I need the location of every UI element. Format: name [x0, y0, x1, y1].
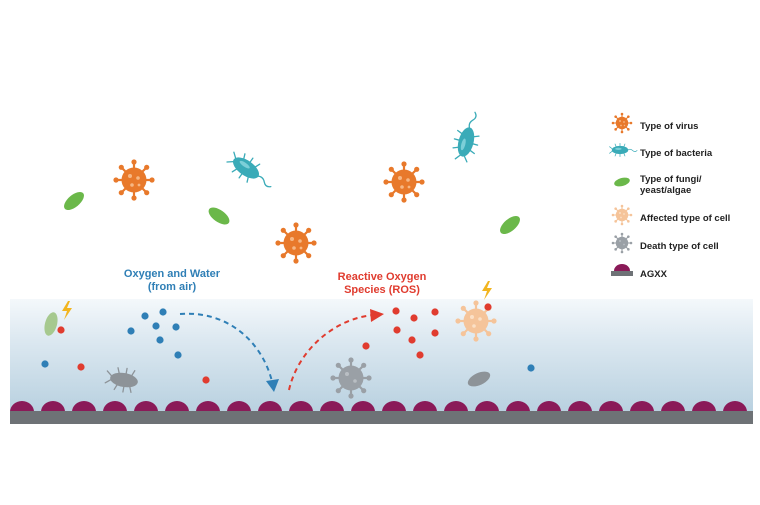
substrate-bar: [10, 411, 753, 424]
agxx-bump: [413, 401, 437, 412]
legend-agxx-icon: [611, 264, 633, 276]
ros-label: Reactive Oxygen Species (ROS): [337, 271, 427, 296]
legend-item-death: Death type of cell: [612, 237, 757, 265]
legend-label: Death type of cell: [640, 241, 719, 252]
agxx-bump: [506, 401, 530, 412]
agxx-bump: [196, 401, 220, 412]
oxygen-water-label: Oxygen and Water (from air): [123, 268, 221, 293]
lightning-icon: [482, 281, 492, 300]
legend-item-fungi: Type of fungi/ yeast/algae: [612, 170, 757, 198]
ros-molecules: [57, 303, 492, 384]
legend-item-bacteria: Type of bacteria: [612, 144, 757, 172]
agxx-bump: [41, 401, 65, 412]
agxx-bump: [444, 401, 468, 412]
virus-icon: [112, 158, 156, 202]
agxx-bump: [103, 401, 127, 412]
death-cell-icon: [329, 356, 373, 400]
legend-item-agxx: AGXX: [612, 265, 757, 293]
agxx-bump: [165, 401, 189, 412]
agxx-bump: [382, 401, 406, 412]
agxx-bump: [351, 401, 375, 412]
agxx-bump: [10, 401, 34, 412]
ros-arrow: [288, 314, 375, 391]
fungi-icon: [500, 216, 520, 234]
fungi-icon: [44, 312, 58, 336]
oxygen-arrow-head: [266, 379, 279, 392]
legend-fungi-icon: [614, 177, 630, 187]
agxx-bump: [475, 401, 499, 412]
agxx-bump: [72, 401, 96, 412]
legend-label: Type of fungi/ yeast/algae: [640, 174, 702, 196]
agxx-bump: [599, 401, 623, 412]
fungi-dead-icon: [467, 371, 491, 387]
agxx-bump: [661, 401, 685, 412]
legend-label: Affected type of cell: [640, 213, 731, 224]
bacteria-icon: [448, 108, 487, 165]
agxx-bump: [568, 401, 592, 412]
legend-item-virus: Type of virus: [612, 117, 757, 145]
agxx-bump: [134, 401, 158, 412]
agxx-bump: [320, 401, 344, 412]
agxx-bump: [630, 401, 654, 412]
legend-label: AGXX: [640, 269, 667, 280]
water-layer: [10, 299, 753, 411]
oxygen-arrow: [179, 312, 274, 387]
legend-label: Type of virus: [640, 121, 699, 132]
fungi-icon: [208, 207, 230, 225]
agxx-bump: [692, 401, 716, 412]
agxx-bump: [227, 401, 251, 412]
legend-label: Type of bacteria: [640, 148, 713, 159]
oxygen-molecules: [41, 308, 535, 372]
agxx-bump: [537, 401, 561, 412]
agxx-coating: [10, 401, 747, 412]
ros-arrow-head: [370, 309, 384, 322]
agxx-bump: [289, 401, 313, 412]
bacteria-icon: [222, 146, 279, 197]
fungi-icon: [64, 192, 84, 210]
agxx-bump: [723, 401, 747, 412]
virus-icon: [382, 160, 426, 204]
virus-icon: [274, 221, 318, 265]
agxx-bump: [258, 401, 282, 412]
legend-item-affected: Affected type of cell: [612, 209, 757, 237]
lightning-icon: [62, 301, 72, 320]
